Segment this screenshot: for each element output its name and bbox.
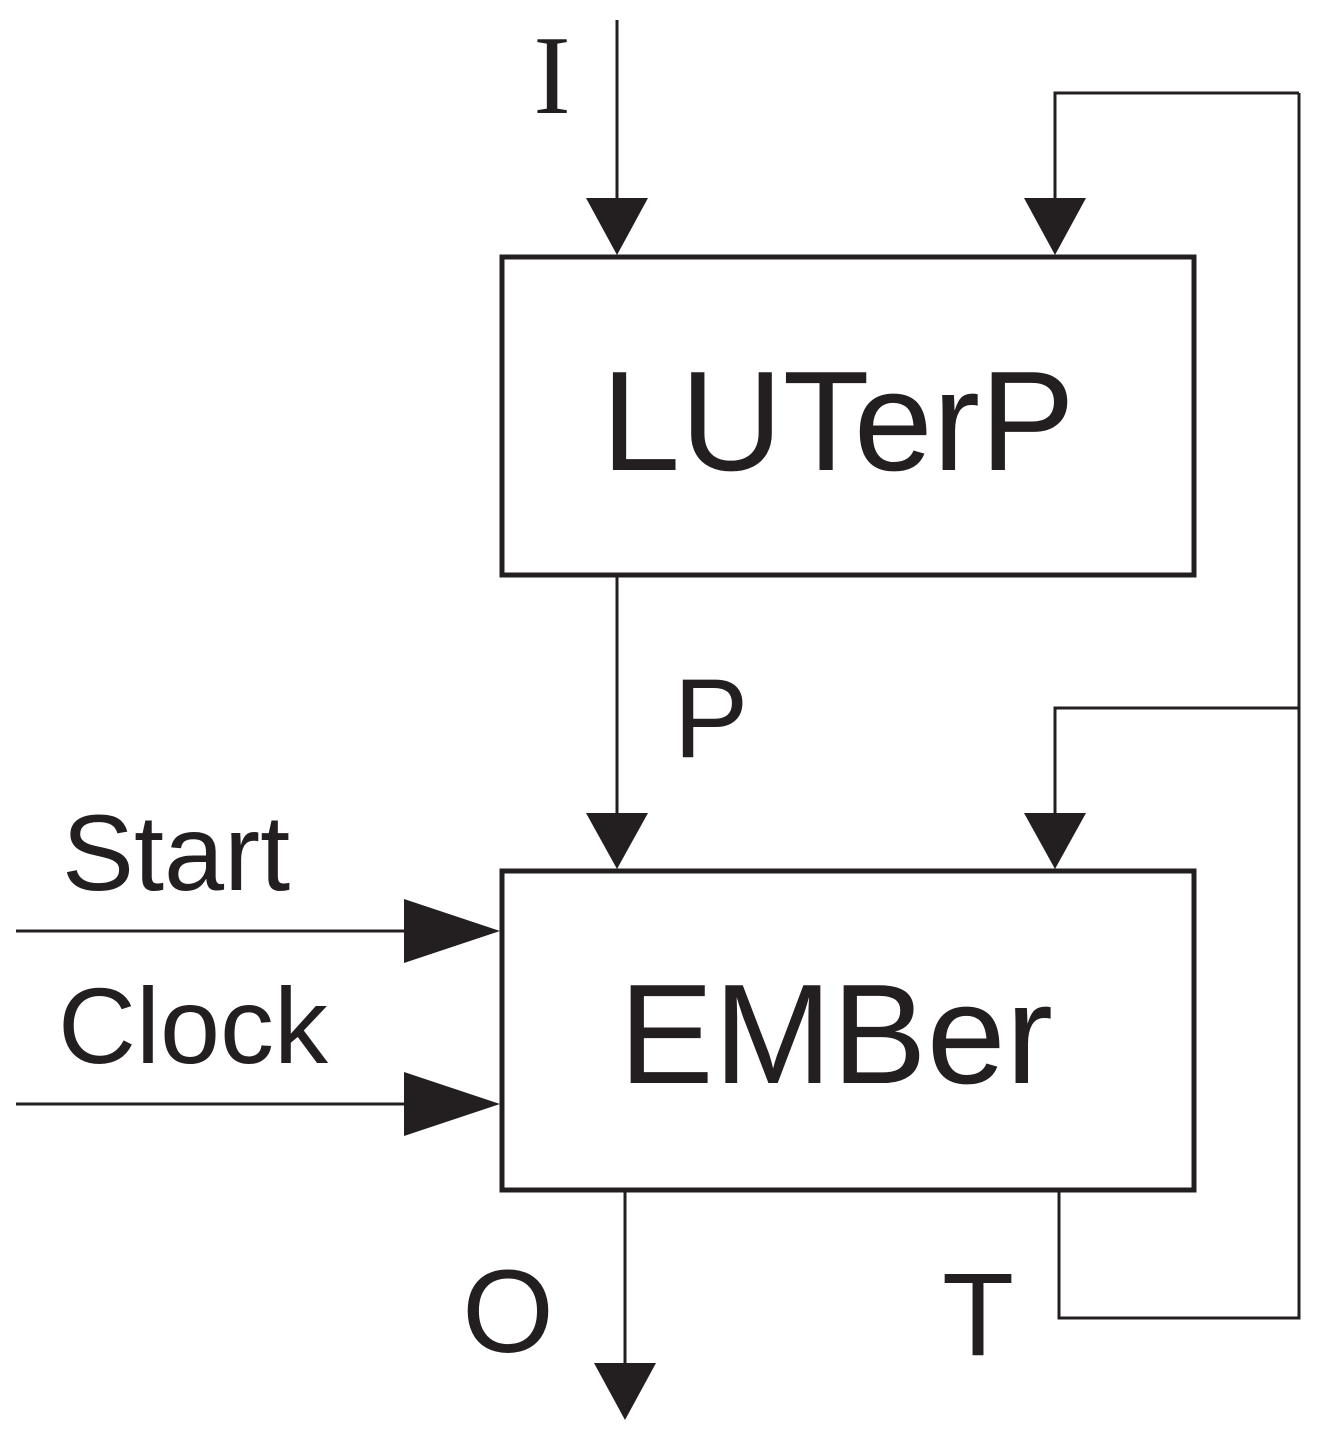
start-arrowhead: [404, 899, 500, 963]
clock-signal: Clock: [16, 965, 500, 1136]
input-i-label: I: [533, 14, 570, 138]
feedback-ember-wire: [1053, 706, 1299, 820]
p-label: P: [674, 656, 749, 781]
luterp-block: LUTerP: [499, 254, 1197, 578]
clock-label: Clock: [58, 965, 329, 1086]
start-signal: Start: [16, 792, 500, 963]
clock-arrowhead: [404, 1072, 500, 1136]
feedback-luterp-arrowhead: [1024, 198, 1086, 255]
input-i-signal: I: [533, 14, 648, 255]
luterp-label: LUTerP: [601, 342, 1075, 501]
feedback-to-luterp: [1024, 91, 1299, 255]
ember-box: [499, 868, 1197, 1193]
input-i-arrowhead: [586, 198, 648, 255]
ember-block: EMBer: [499, 868, 1197, 1193]
feedback-t-label: T: [942, 1249, 1014, 1381]
p-arrowhead: [586, 813, 648, 869]
feedback-t-signal: T: [942, 93, 1301, 1381]
output-o-label: O: [462, 1246, 554, 1378]
p-signal: P: [586, 576, 748, 869]
output-o-arrowhead: [594, 1363, 656, 1420]
feedback-t-wire: [1057, 93, 1301, 1320]
feedback-ember-arrowhead: [1024, 813, 1086, 869]
ember-label: EMBer: [619, 955, 1053, 1114]
feedback-to-ember: [1024, 706, 1299, 869]
output-o-signal: O: [462, 1192, 656, 1420]
luterp-box: [499, 254, 1197, 578]
feedback-luterp-wire: [1053, 91, 1299, 205]
start-label: Start: [62, 792, 290, 913]
